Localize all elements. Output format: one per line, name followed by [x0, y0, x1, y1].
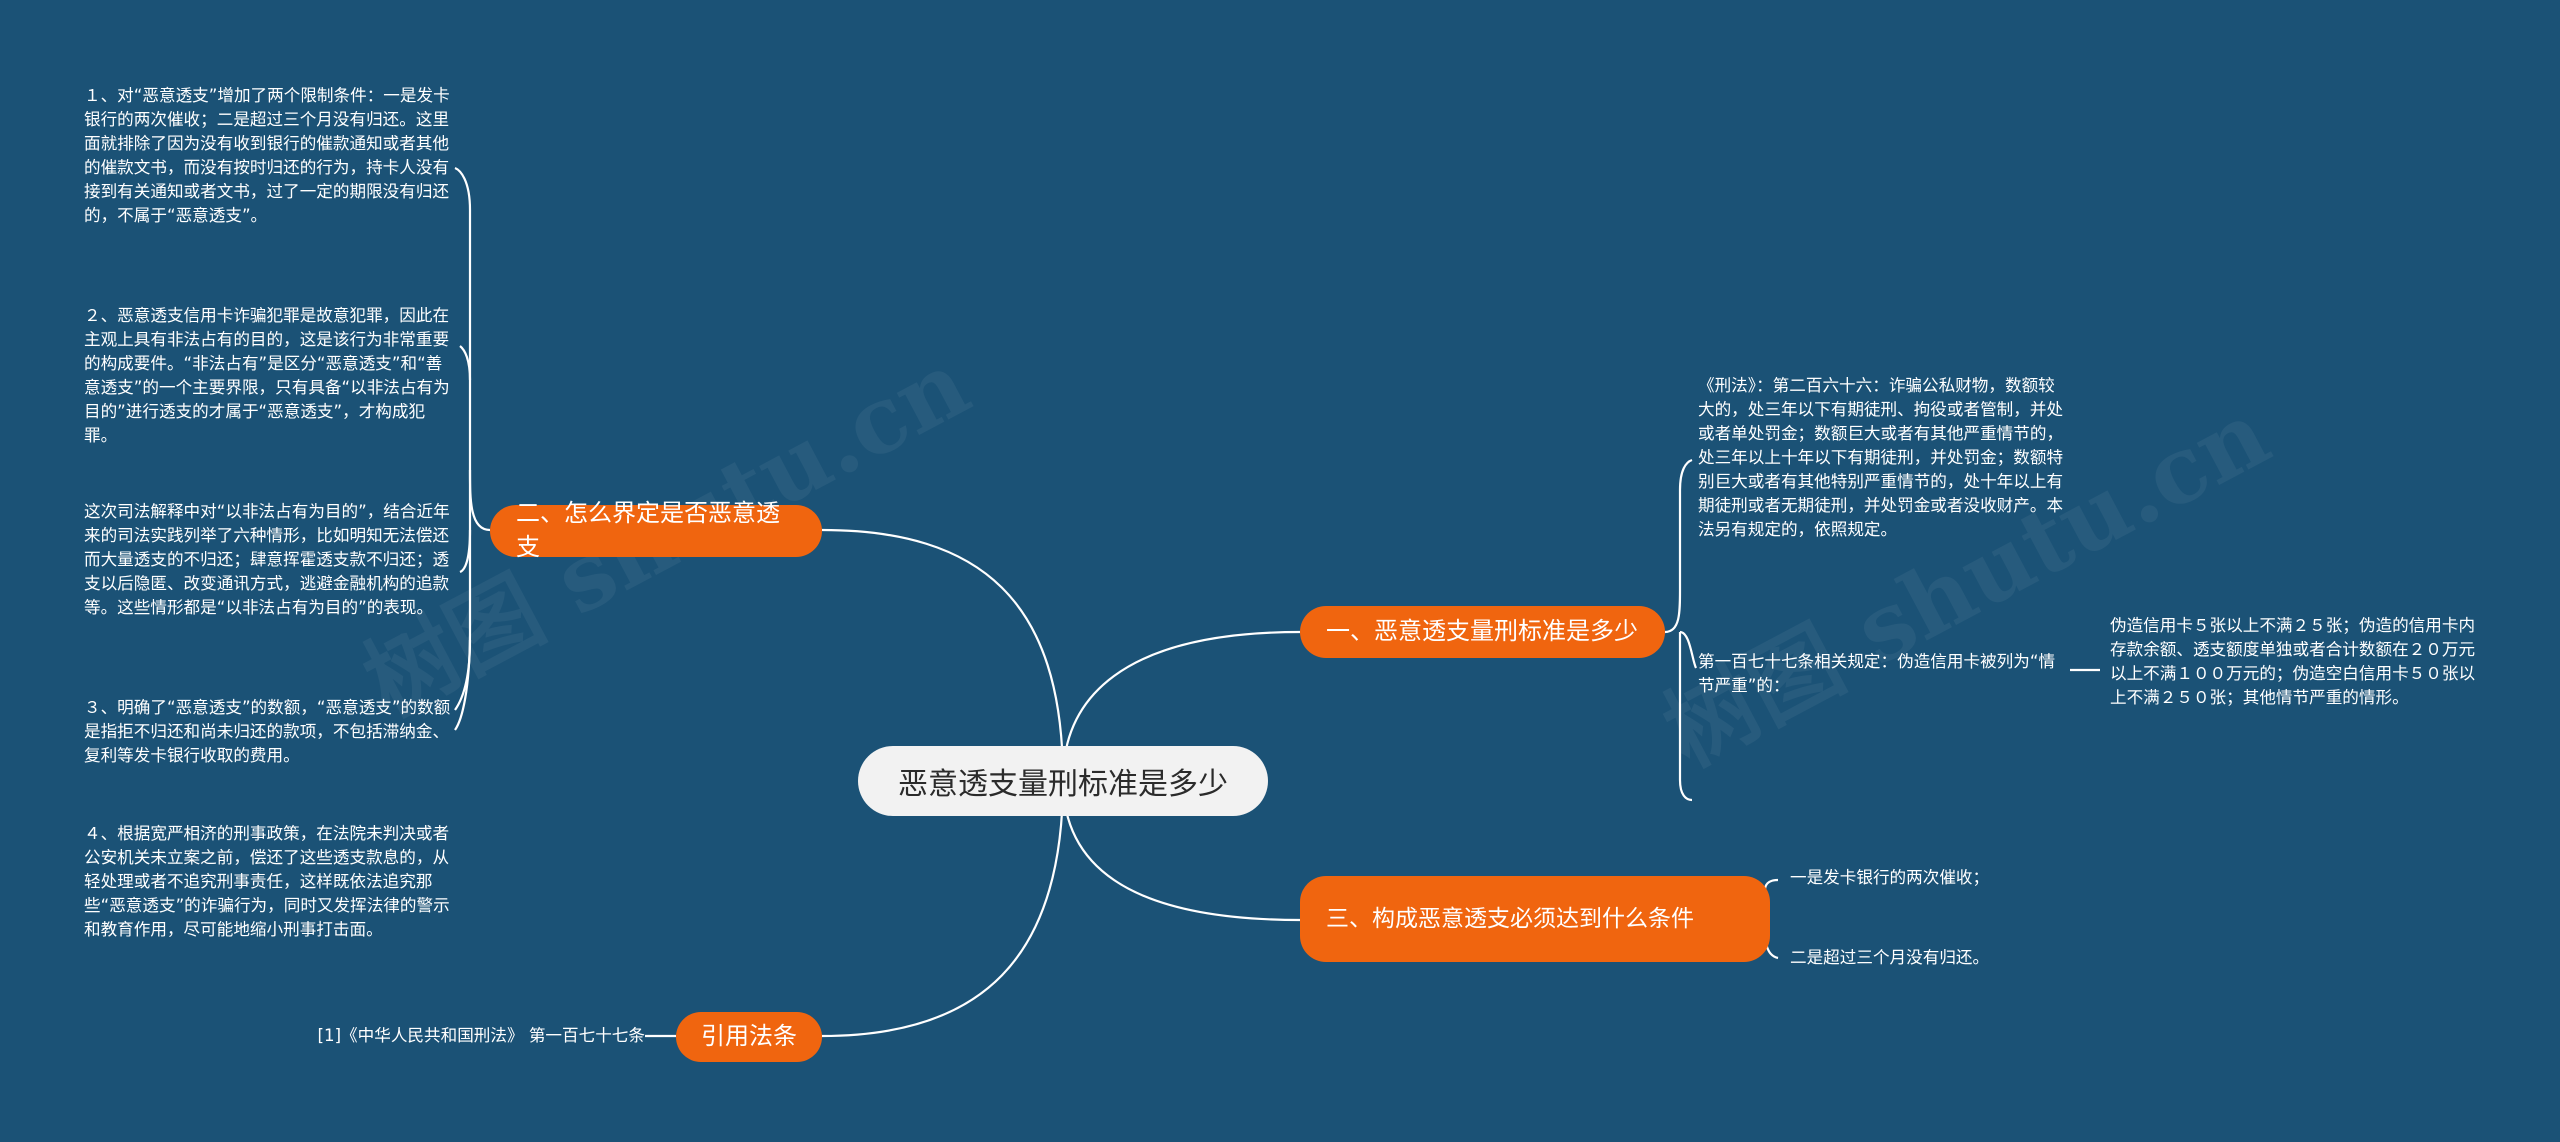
edge-root-define — [821, 528, 1065, 781]
branch-standard[interactable]: 一、恶意透支量刑标准是多少 — [1300, 606, 1665, 658]
edge-define-bracket — [454, 166, 491, 532]
leaf-define-5: ４、根据宽严相济的刑事政策，在法院未判决或者公安机关未立案之前，偿还了这些透支款… — [84, 824, 450, 940]
leaf-define-4: ３、明确了“恶意透支”的数额，“恶意透支”的数额是指拒不归还和尚未归还的款项，不… — [84, 698, 451, 766]
leaf-standard-sub: 伪造信用卡５张以上不满２５张；伪造的信用卡内存款余额、透支额度单独或者合计数额在… — [2110, 616, 2476, 708]
leaf-conditions-1: 一是发卡银行的两次催收； — [1790, 868, 1990, 887]
leaf-define-3: 这次司法解释中对“以非法占有为目的”，结合近年来的司法实践列举了六种情形，比如明… — [84, 502, 450, 618]
edge-root-law — [821, 779, 1065, 1038]
branch-law[interactable]: 引用法条 — [676, 1012, 822, 1062]
leaf-conditions-2: 二是超过三个月没有归还。 — [1790, 948, 1990, 967]
leaf-law-1: [1]《中华人民共和国刑法》 第一百七十七条 — [317, 1026, 645, 1045]
branch-define[interactable]: 二、怎么界定是否恶意透支 — [490, 499, 822, 561]
leaf-standard-1: 《刑法》：第二百六十六：诈骗公私财物，数额较大的，处三年以下有期徒刑、拘役或者管… — [1698, 376, 2064, 540]
leaf-define-1: １、对“恶意透支”增加了两个限制条件：一是发卡银行的两次催收；二是超过三个月没有… — [84, 86, 450, 226]
branch-conditions[interactable]: 三、构成恶意透支必须达到什么条件 — [1300, 876, 1770, 962]
leaf-standard-2: 第一百七十七条相关规定：伪造信用卡被列为“情节严重”的： — [1698, 652, 2056, 696]
edge-standard-bracket — [1664, 458, 1693, 634]
root-topic[interactable]: 恶意透支量刑标准是多少 — [858, 746, 1268, 816]
leaf-define-2: ２、恶意透支信用卡诈骗犯罪是故意犯罪，因此在主观上具有非法占有的目的，这是该行为… — [84, 306, 450, 446]
